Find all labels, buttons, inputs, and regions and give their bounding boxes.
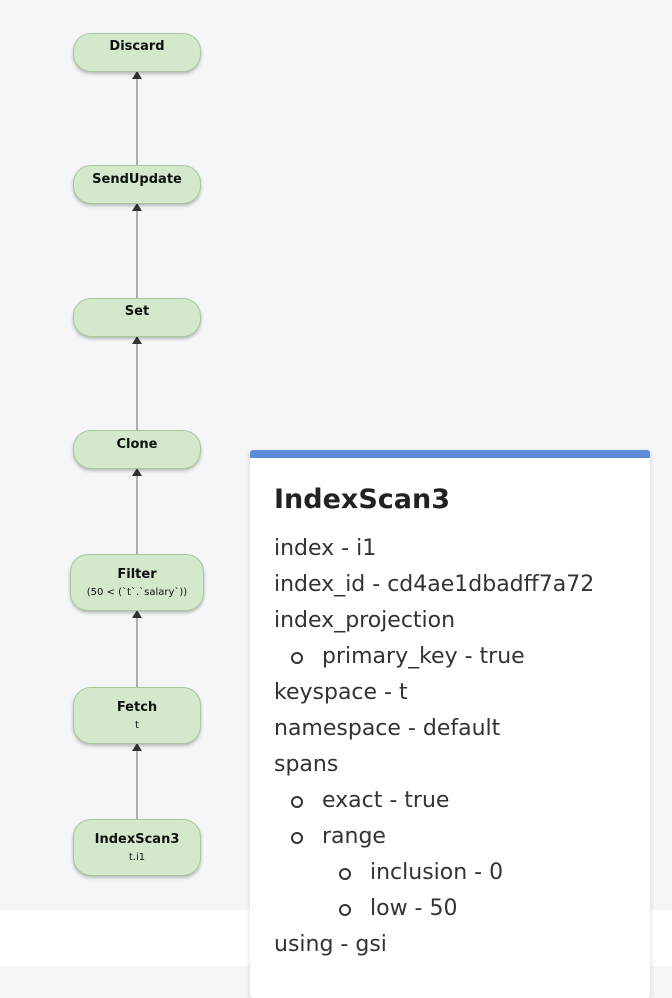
detail-range: range bbox=[322, 824, 386, 849]
node-detail: (50 < (`t`.`salary`)) bbox=[86, 586, 188, 598]
node-title: Fetch bbox=[116, 699, 158, 715]
node-title: IndexScan3 bbox=[94, 831, 180, 847]
node-title: Filter bbox=[117, 566, 157, 582]
detail-spans: spans bbox=[274, 752, 339, 777]
detail-using: using - gsi bbox=[274, 932, 387, 957]
detail-index-projection: index_projection bbox=[274, 608, 456, 633]
node-detail: t.i1 bbox=[128, 851, 146, 863]
bullet-icon bbox=[291, 652, 303, 664]
bullet-icon bbox=[291, 832, 303, 844]
detail-exact: exact - true bbox=[322, 788, 450, 813]
node-title: Clone bbox=[116, 437, 158, 452]
node-discard[interactable]: Discard bbox=[73, 33, 201, 72]
bullet-icon bbox=[339, 868, 351, 880]
plan-edges bbox=[132, 71, 142, 819]
node-indexscan3[interactable]: IndexScan3 t.i1 bbox=[73, 819, 201, 876]
operator-details-tooltip: IndexScan3 index - i1 index_id - cd4ae1d… bbox=[250, 450, 650, 998]
node-set[interactable]: Set bbox=[73, 298, 201, 337]
node-fetch[interactable]: Fetch t bbox=[73, 687, 201, 744]
node-title: Set bbox=[124, 304, 150, 319]
node-filter[interactable]: Filter (50 < (`t`.`salary`)) bbox=[70, 554, 204, 611]
bullet-icon bbox=[339, 904, 351, 916]
bullet-icon bbox=[291, 796, 303, 808]
node-title: Discard bbox=[109, 39, 165, 54]
node-title: SendUpdate bbox=[92, 172, 182, 187]
detail-namespace: namespace - default bbox=[274, 716, 501, 741]
node-clone[interactable]: Clone bbox=[73, 430, 201, 469]
node-sendupdate[interactable]: SendUpdate bbox=[73, 165, 201, 204]
detail-inclusion: inclusion - 0 bbox=[370, 860, 504, 885]
node-detail: t bbox=[135, 719, 139, 731]
detail-low: low - 50 bbox=[370, 896, 458, 921]
detail-keyspace: keyspace - t bbox=[274, 680, 408, 705]
detail-primary-key: primary_key - true bbox=[322, 644, 525, 669]
details-title: IndexScan3 bbox=[274, 484, 451, 515]
detail-index-id: index_id - cd4ae1dbadff7a72 bbox=[274, 572, 595, 597]
detail-index: index - i1 bbox=[274, 536, 377, 561]
